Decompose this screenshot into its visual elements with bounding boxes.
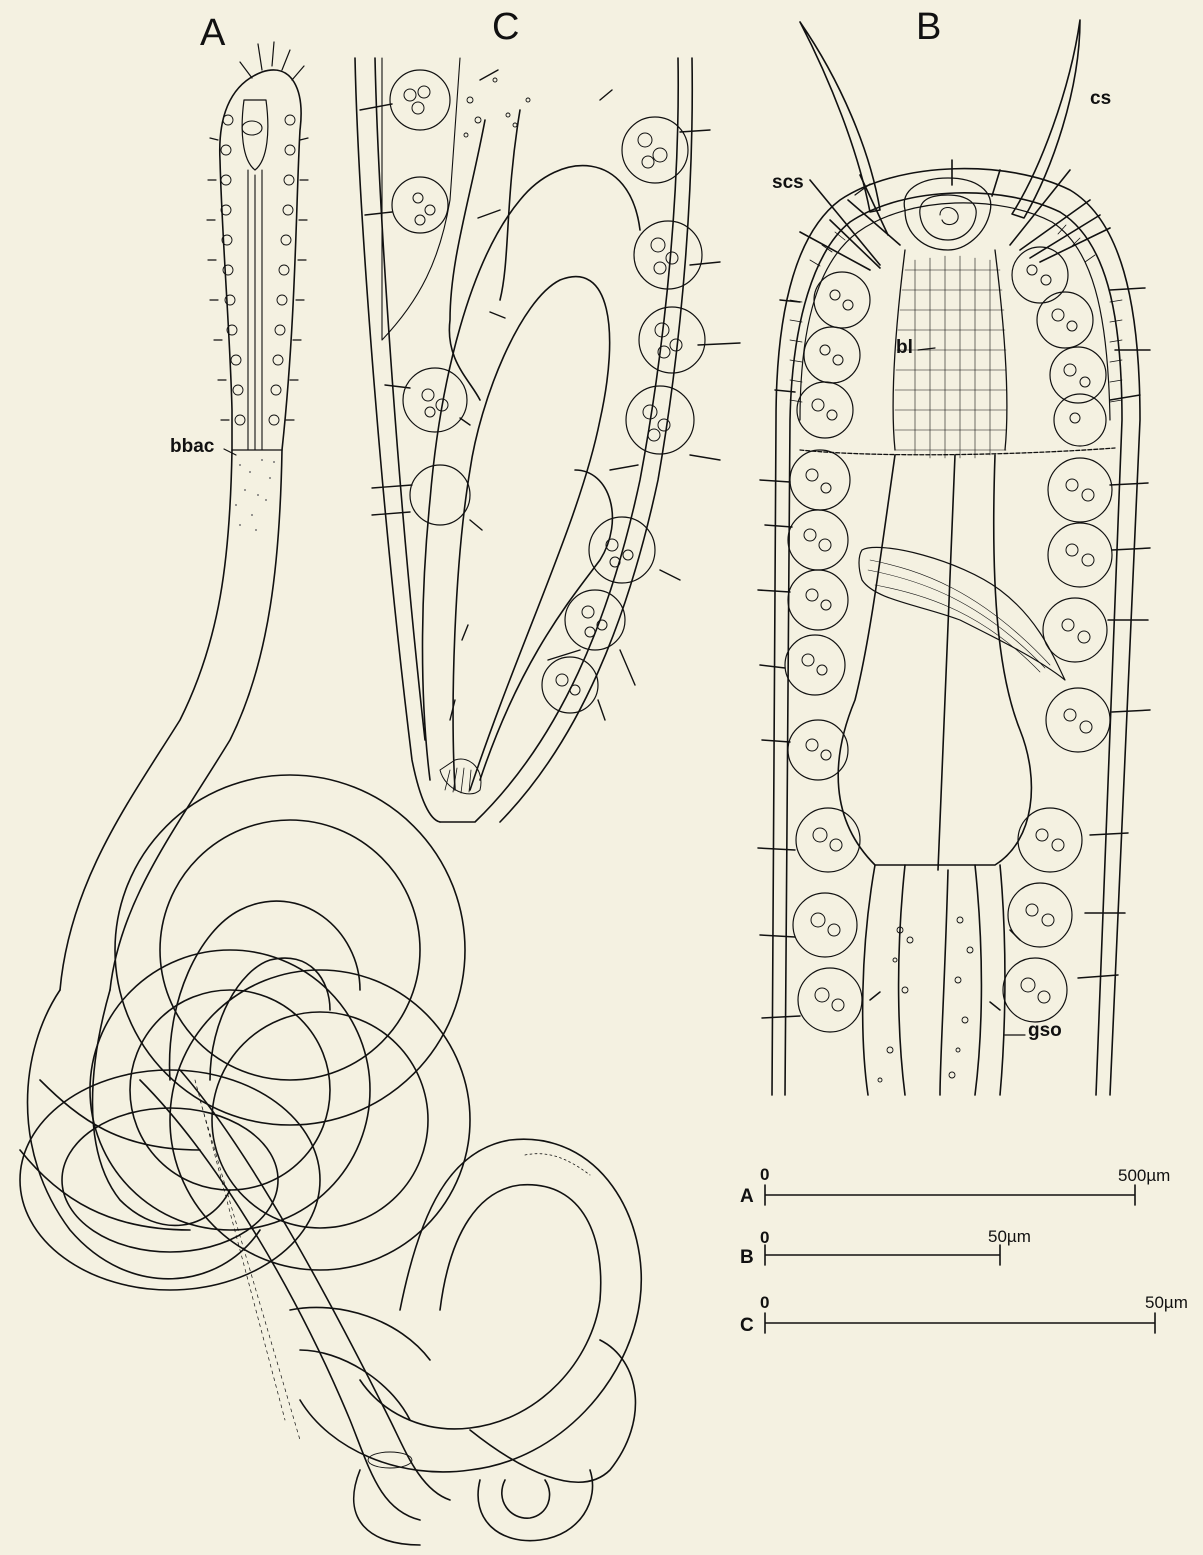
figure-b-body-setae xyxy=(758,288,1150,1018)
panel-label-b: B xyxy=(916,6,941,49)
scale-letter-a: A xyxy=(740,1186,754,1208)
scale-zero-a: 0 xyxy=(760,1165,769,1185)
figure-c-cells xyxy=(390,70,705,713)
label-gso: gso xyxy=(1028,1020,1062,1042)
scale-value-c: 50µm xyxy=(1145,1293,1188,1313)
figure-a-setae xyxy=(207,42,308,420)
figure-b-head xyxy=(758,20,1150,1095)
scale-value-a: 500µm xyxy=(1118,1166,1170,1186)
bacteria-coat-stipple xyxy=(235,459,275,531)
label-leaders xyxy=(224,184,1025,1035)
label-scs: scs xyxy=(772,172,804,194)
scale-value-b: 50µm xyxy=(988,1227,1031,1247)
panel-label-c: C xyxy=(492,6,519,49)
scale-bar-c xyxy=(765,1313,1155,1333)
scale-zero-c: 0 xyxy=(760,1293,769,1313)
scale-letter-c: C xyxy=(740,1315,754,1337)
figure-c-tail xyxy=(355,58,740,822)
figure-a-worm xyxy=(20,42,641,1545)
label-bbac: bbac xyxy=(170,436,214,458)
scale-bars xyxy=(765,1185,1155,1333)
label-cs: cs xyxy=(1090,88,1111,110)
figure-a-glands xyxy=(221,115,295,425)
scale-bar-b xyxy=(765,1245,1000,1265)
figure-c-granules xyxy=(464,78,530,137)
scale-bar-a xyxy=(765,1185,1135,1205)
scale-zero-b: 0 xyxy=(760,1228,769,1248)
label-bl: bl xyxy=(896,337,913,359)
panel-label-a: A xyxy=(200,12,225,55)
figure-b-cells xyxy=(785,247,1112,1032)
figure-b-granules xyxy=(878,917,973,1082)
scale-letter-b: B xyxy=(740,1247,754,1269)
amphid-striation xyxy=(868,560,1050,672)
